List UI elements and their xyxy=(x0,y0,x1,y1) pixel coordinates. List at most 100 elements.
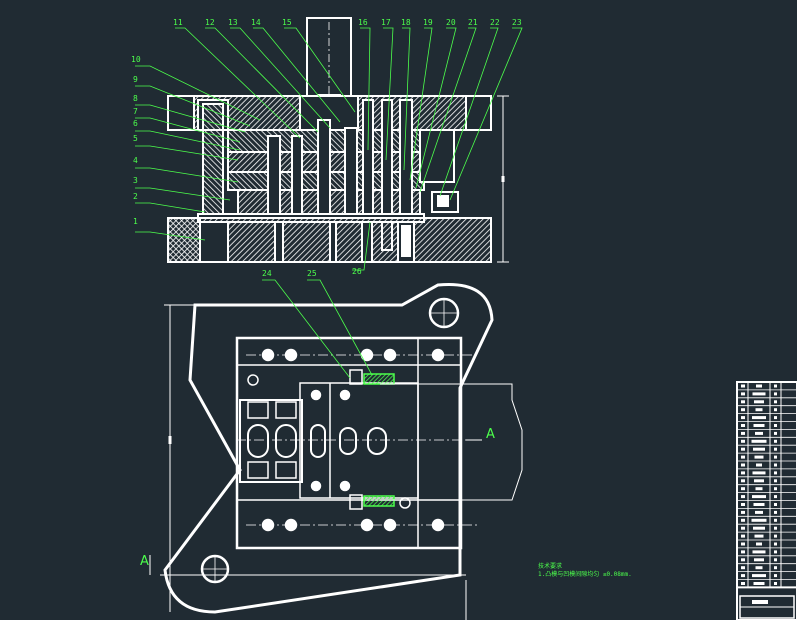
parts-list-cell-mark xyxy=(774,558,777,562)
parts-list-cell-mark xyxy=(774,400,777,404)
front-section-view xyxy=(167,17,509,263)
parts-list-cell-mark xyxy=(774,455,777,459)
parts-list-cell-mark xyxy=(754,455,764,459)
parts-list-cell-mark xyxy=(741,431,745,435)
parts-list-cell-mark xyxy=(741,574,745,578)
part-label-20: 20 xyxy=(446,18,456,27)
section-label-left: A xyxy=(140,554,149,569)
parts-list-cell-mark xyxy=(753,424,765,427)
parts-list-cell-mark xyxy=(753,582,765,585)
parts-list-cell-mark xyxy=(774,518,777,522)
parts-list-cell-mark xyxy=(751,518,767,522)
parts-list-cell-mark xyxy=(755,487,763,491)
parts-list-cell-mark xyxy=(741,558,745,562)
parts-list-cell-mark xyxy=(741,384,745,388)
parts-list-cell-mark xyxy=(741,582,745,585)
part-label-3: 3 xyxy=(133,176,138,185)
parts-list-cell-mark xyxy=(774,431,777,435)
parts-list-cell-mark xyxy=(774,534,777,538)
parts-list-cell-mark xyxy=(741,471,745,475)
parts-list-cell-mark xyxy=(755,431,763,435)
parts-list-cell-mark xyxy=(741,534,745,538)
part-label-6: 6 xyxy=(133,119,138,128)
parts-list-cell-mark xyxy=(752,416,766,420)
parts-list-cell-mark xyxy=(774,439,777,443)
part-label-24: 24 xyxy=(262,269,272,278)
parts-list-cell-mark xyxy=(756,384,762,388)
parts-list-cell-mark xyxy=(756,463,762,467)
part-label-2: 2 xyxy=(133,192,138,201)
parts-list-cell-mark xyxy=(741,542,745,546)
parts-list-cell-mark xyxy=(754,558,764,562)
part-label-22: 22 xyxy=(490,18,500,27)
parts-list-cell-mark xyxy=(753,503,765,506)
part-label-13: 13 xyxy=(228,18,238,27)
part-label-26: 26 xyxy=(352,267,362,276)
part-label-18: 18 xyxy=(401,18,411,27)
parts-list-cell-mark xyxy=(752,574,766,578)
parts-list-cell-mark xyxy=(774,487,777,491)
parts-list-cell-mark xyxy=(755,408,763,412)
parts-list-cell-mark xyxy=(774,582,777,585)
part-label-7: 7 xyxy=(133,107,138,116)
parts-list-cell-mark xyxy=(741,408,745,412)
part-label-19: 19 xyxy=(423,18,433,27)
parts-list-cell-mark xyxy=(741,487,745,491)
parts-list-cell-mark xyxy=(751,439,767,443)
parts-list-frame xyxy=(736,381,797,620)
parts-list-cell-mark xyxy=(741,463,745,467)
section-label-right: A xyxy=(486,427,495,442)
notes-heading: 技术要求 xyxy=(538,563,563,570)
parts-list-cell-mark xyxy=(752,392,766,396)
parts-list-cell-mark xyxy=(741,518,745,522)
parts-list-cell-mark xyxy=(741,566,745,570)
parts-list-cell-mark xyxy=(755,510,763,514)
parts-list xyxy=(736,381,797,620)
parts-list-cell-mark xyxy=(754,479,764,483)
part-label-11: 11 xyxy=(173,18,183,27)
parts-list-cell-mark xyxy=(741,550,745,554)
parts-list-cell-mark xyxy=(753,447,765,451)
part-label-17: 17 xyxy=(381,18,391,27)
parts-list-cell-mark xyxy=(753,526,765,530)
parts-list-cell-mark xyxy=(752,550,766,554)
parts-list-cell-mark xyxy=(741,455,745,459)
parts-list-cell-mark xyxy=(774,471,777,475)
part-label-15: 15 xyxy=(282,18,292,27)
parts-list-cell-mark xyxy=(774,416,777,420)
centre-lines xyxy=(201,299,482,583)
part-label-10: 10 xyxy=(131,55,141,64)
part-label-9: 9 xyxy=(133,75,138,84)
part-label-12: 12 xyxy=(205,18,215,27)
part-label-23: 23 xyxy=(512,18,522,27)
leaders-plan xyxy=(262,279,373,379)
section-cut xyxy=(149,304,523,620)
part-label-1: 1 xyxy=(133,217,138,226)
parts-list-cell-mark xyxy=(741,447,745,451)
parts-list-cell-mark xyxy=(741,416,745,420)
parts-list-cell-mark xyxy=(741,503,745,506)
parts-list-cell-mark xyxy=(741,439,745,443)
parts-list-cell-mark xyxy=(774,408,777,412)
parts-list-cell-mark xyxy=(774,566,777,570)
parts-list-cell-mark xyxy=(741,424,745,427)
parts-list-cell-mark xyxy=(741,526,745,530)
leader-lines xyxy=(135,27,523,271)
title-block-mark xyxy=(752,600,768,604)
parts-list-cell-mark xyxy=(774,526,777,530)
guide-rails xyxy=(363,373,395,507)
parts-list-cell-mark xyxy=(774,550,777,554)
part-label-4: 4 xyxy=(133,156,138,165)
parts-list-cell-mark xyxy=(774,463,777,467)
part-label-16: 16 xyxy=(358,18,368,27)
parts-list-cell-mark xyxy=(754,534,764,538)
part-label-14: 14 xyxy=(251,18,261,27)
parts-list-cell-mark xyxy=(741,510,745,514)
parts-list-cell-mark xyxy=(752,471,766,475)
parts-list-cell-mark xyxy=(774,384,777,388)
parts-list-cell-mark xyxy=(741,400,745,404)
parts-list-cell-mark xyxy=(774,424,777,427)
parts-list-cell-mark xyxy=(754,400,764,404)
part-label-25: 25 xyxy=(307,269,317,278)
